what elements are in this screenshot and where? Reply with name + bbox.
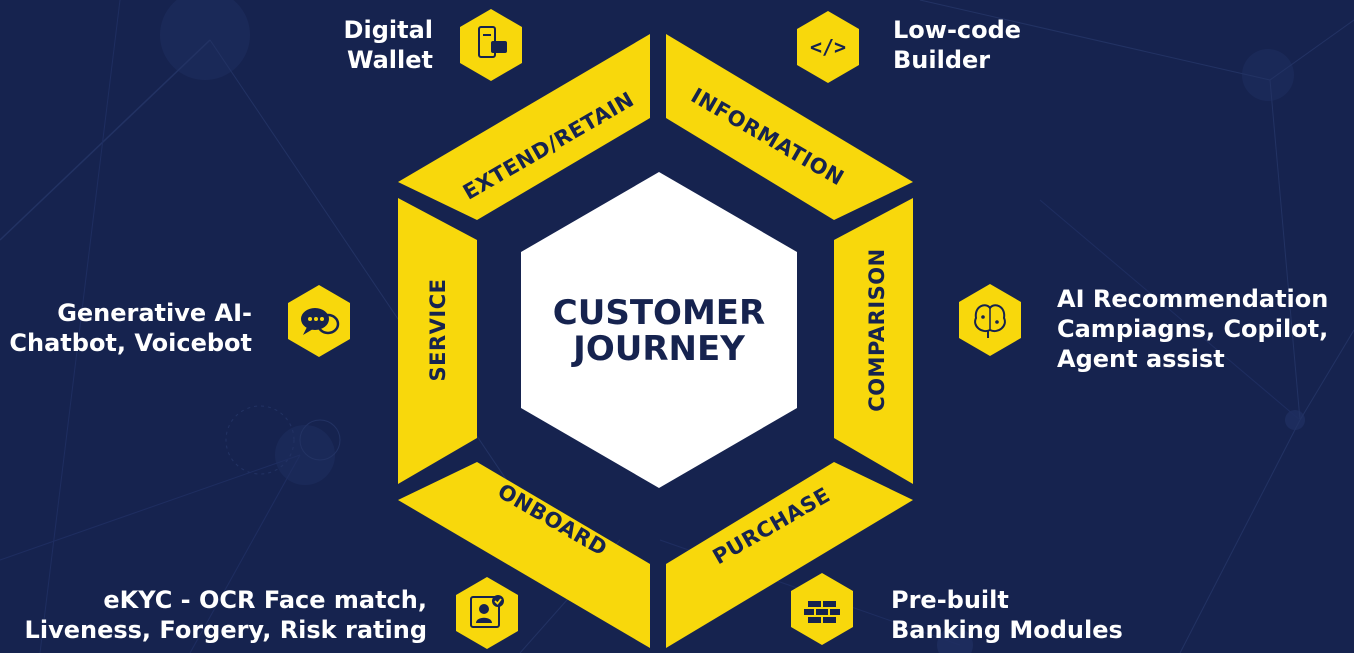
feature-low-code-line2: Builder — [893, 46, 991, 74]
feature-digital-wallet: Digital Wallet — [344, 15, 433, 75]
code-icon: </> — [797, 11, 859, 83]
segment-service — [398, 198, 477, 484]
feature-ai-recommendation: AI Recommendation Campiagns, Copilot, Ag… — [1057, 284, 1328, 374]
feature-digital-wallet-line2: Wallet — [346, 46, 433, 74]
center-title-line1: CUSTOMER — [553, 293, 765, 333]
feature-generative-ai-line1: Generative AI- — [57, 299, 252, 327]
center-hexagon — [521, 172, 797, 488]
segment-information — [666, 34, 913, 220]
mobile-wallet-icon — [460, 9, 522, 81]
stage-label-service: SERVICE — [426, 279, 450, 382]
id-verification-icon — [456, 577, 518, 649]
segment-comparison — [834, 198, 913, 484]
feature-ai-recommendation-line3: Agent assist — [1057, 345, 1225, 373]
svg-text:</>: </> — [810, 35, 846, 59]
feature-generative-ai: Generative AI- Chatbot, Voicebot — [9, 298, 252, 358]
segment-extend-retain — [398, 34, 650, 220]
feature-ekyc-line2: Liveness, Forgery, Risk rating — [24, 616, 427, 644]
center-title-line2: JOURNEY — [571, 329, 745, 369]
feature-pre-built-line1: Pre-built — [891, 586, 1009, 614]
feature-low-code-line1: Low-code — [893, 16, 1022, 44]
feature-ekyc-line1: eKYC - OCR Face match, — [103, 586, 427, 614]
feature-ai-recommendation-line1: AI Recommendation — [1057, 285, 1329, 313]
feature-ekyc: eKYC - OCR Face match, Liveness, Forgery… — [25, 585, 427, 645]
feature-ai-recommendation-line2: Campiagns, Copilot, — [1057, 315, 1329, 343]
feature-low-code-builder: Low-code Builder — [893, 15, 1021, 75]
feature-pre-built-modules: Pre-built Banking Modules — [891, 585, 1123, 645]
chat-bubbles-icon — [288, 285, 350, 357]
feature-pre-built-line2: Banking Modules — [891, 616, 1123, 644]
segment-purchase — [666, 462, 913, 648]
segment-onboard — [398, 462, 650, 648]
journey-ring — [398, 34, 913, 648]
brain-circuit-icon — [959, 284, 1021, 356]
stage-label-comparison: COMPARISON — [865, 248, 889, 411]
feature-digital-wallet-line1: Digital — [343, 16, 433, 44]
feature-generative-ai-line2: Chatbot, Voicebot — [9, 329, 252, 357]
modules-bricks-icon — [791, 573, 853, 645]
